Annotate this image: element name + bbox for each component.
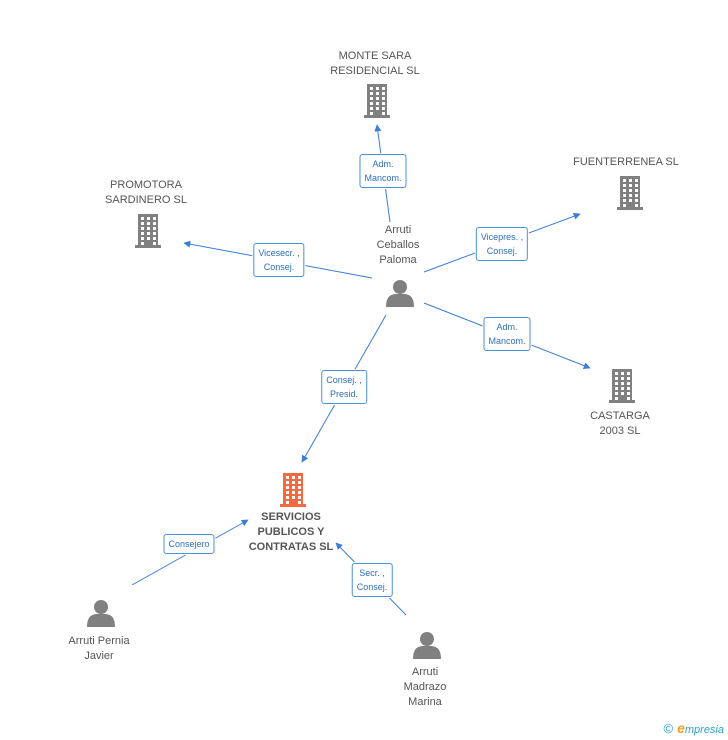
edge-label-line: Mancom. [488, 336, 526, 346]
edge-label-e3[interactable]: Vicesecr. , Consej. [253, 243, 305, 277]
edge-label-line: Consej. [263, 262, 295, 272]
copyright-symbol: © [663, 720, 674, 736]
node-label-promo[interactable]: PROMOTORA SARDINERO SL [105, 178, 187, 208]
company-building-icon[interactable] [364, 84, 390, 118]
node-label-line: Paloma [379, 254, 417, 266]
node-label-line: SERVICIOS [261, 511, 321, 523]
node-label-line: Arruti [411, 666, 439, 678]
person-icon[interactable] [413, 632, 441, 659]
edge-label-e7[interactable]: Secr. , Consej. [351, 563, 393, 597]
node-label-line: SARDINERO SL [105, 194, 187, 206]
main-company-building-icon[interactable] [280, 473, 306, 507]
node-label-line: Madrazo [403, 681, 447, 693]
edge-label-line: Vicepres. , [480, 232, 524, 242]
edge-label-line: Vicesecr. , [258, 248, 300, 258]
company-building-icon[interactable] [135, 214, 161, 248]
node-label-line: 2003 SL [599, 425, 641, 437]
node-label-castarga[interactable]: CASTARGA 2003 SL [590, 409, 650, 439]
edge-label-line: Secr. , [359, 568, 385, 578]
edge-label-line: Mancom. [364, 173, 402, 183]
edge-label-e6[interactable]: Consejero [163, 534, 215, 554]
node-label-line: Arruti Pernia [68, 635, 130, 647]
node-label-line: PUBLICOS Y [257, 526, 325, 538]
node-label-fuent[interactable]: FUENTERRENEA SL [573, 155, 679, 170]
node-label-line: Ceballos [376, 239, 420, 251]
company-building-icon[interactable] [617, 176, 643, 210]
person-icon[interactable] [386, 280, 414, 307]
node-label-line: CASTARGA [590, 410, 650, 422]
edge-label-e5[interactable]: Consej. , Presid. [321, 370, 367, 404]
node-label-line: FUENTERRENEA SL [573, 156, 679, 168]
brand-footer: © empresia [663, 720, 724, 736]
brand-logo-text: mpresia [684, 724, 724, 736]
node-label-line: Marina [408, 696, 442, 708]
node-label-servicios[interactable]: SERVICIOS PUBLICOS Y CONTRATAS SL [249, 510, 334, 555]
edge-label-line: Adm. [372, 159, 394, 169]
edge-label-line: Consej. [486, 246, 518, 256]
node-label-line: MONTE SARA [338, 50, 412, 62]
node-label-line: CONTRATAS SL [248, 541, 334, 553]
edge-label-line: Consejero [168, 539, 210, 549]
node-label-line: RESIDENCIAL SL [330, 65, 420, 77]
person-icon[interactable] [87, 600, 115, 627]
node-label-monte[interactable]: MONTE SARA RESIDENCIAL SL [330, 49, 419, 79]
edge-label-e2[interactable]: Vicepres. , Consej. [475, 227, 529, 261]
node-label-line: Arruti [384, 224, 412, 236]
brand-logo-initial: e [677, 720, 685, 736]
node-label-line: Javier [84, 650, 114, 662]
edge-label-e4[interactable]: Adm. Mancom. [483, 317, 531, 351]
edge-label-line: Consej. , [326, 375, 362, 385]
node-label-line: PROMOTORA [110, 179, 182, 191]
company-building-icon[interactable] [609, 369, 635, 403]
edge-label-line: Adm. [496, 322, 518, 332]
edge-label-e1[interactable]: Adm. Mancom. [359, 154, 407, 188]
edge-label-line: Consej. [356, 582, 388, 592]
edge-label-line: Presid. [329, 389, 358, 399]
